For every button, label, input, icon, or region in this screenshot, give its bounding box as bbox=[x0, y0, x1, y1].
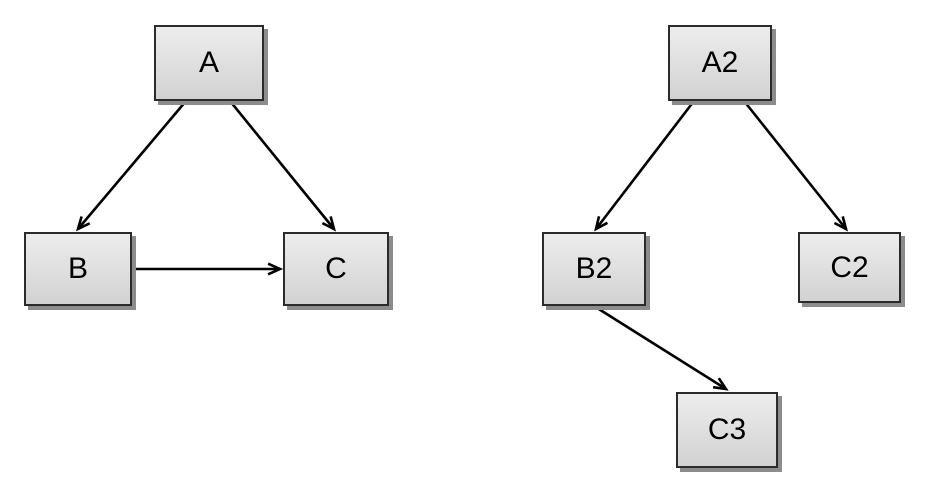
node-c3[interactable]: C3 bbox=[676, 392, 778, 468]
edge-line bbox=[742, 100, 848, 230]
edge-a-b[interactable] bbox=[75, 100, 187, 232]
node-b[interactable]: B bbox=[24, 232, 132, 306]
node-label: C2 bbox=[830, 250, 869, 284]
node-label: B bbox=[67, 252, 88, 285]
arrowhead-icon bbox=[75, 216, 91, 232]
edge-a2-c2[interactable] bbox=[742, 100, 848, 232]
edge-a-c[interactable] bbox=[228, 100, 337, 232]
arrowhead-icon bbox=[267, 262, 284, 276]
node-label: C bbox=[325, 252, 347, 285]
node-c[interactable]: C bbox=[283, 232, 389, 306]
node-a2[interactable]: A2 bbox=[668, 25, 772, 101]
arrowhead-icon bbox=[833, 216, 848, 232]
node-c2[interactable]: C2 bbox=[798, 232, 901, 303]
edge-line bbox=[594, 100, 696, 230]
arrowhead-icon bbox=[594, 216, 609, 232]
edge-line bbox=[593, 304, 727, 391]
edge-a2-b2[interactable] bbox=[594, 100, 696, 232]
edge-line bbox=[77, 100, 187, 230]
node-a[interactable]: A bbox=[154, 25, 264, 101]
node-label: A bbox=[198, 46, 219, 79]
node-label: A2 bbox=[701, 46, 739, 79]
node-b2[interactable]: B2 bbox=[542, 232, 646, 306]
node-label: C3 bbox=[707, 413, 747, 446]
edge-b-c[interactable] bbox=[133, 262, 284, 276]
edge-b2-c3[interactable] bbox=[593, 304, 729, 391]
node-label: B2 bbox=[575, 252, 613, 285]
edge-line bbox=[228, 100, 336, 230]
arrowhead-icon bbox=[712, 377, 729, 391]
arrowhead-icon bbox=[321, 216, 337, 232]
